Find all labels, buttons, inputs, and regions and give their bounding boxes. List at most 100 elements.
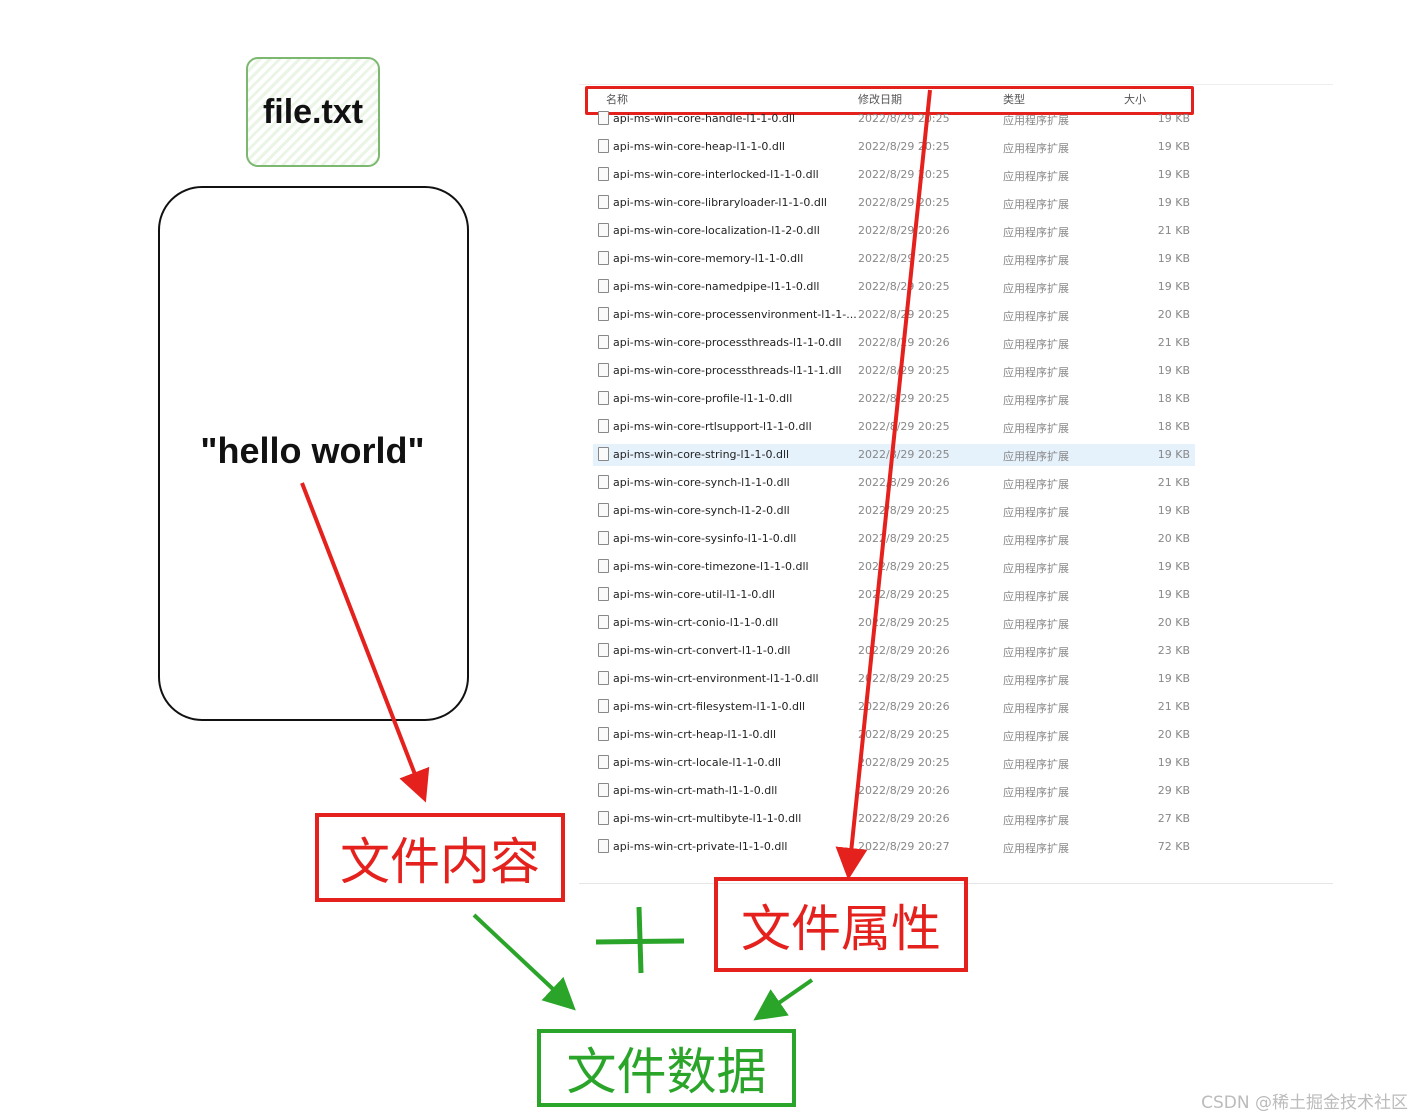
file-size: 19 KB	[1157, 280, 1190, 293]
file-size: 19 KB	[1157, 196, 1190, 209]
file-type: 应用程序扩展	[1003, 786, 1069, 799]
file-date: 2022/8/29 20:25	[858, 252, 950, 265]
file-type: 应用程序扩展	[1003, 674, 1069, 687]
file-type: 应用程序扩展	[1003, 394, 1069, 407]
table-row[interactable]: api-ms-win-crt-environment-l1-1-0.dll 20…	[593, 668, 1195, 690]
file-type: 应用程序扩展	[1003, 366, 1069, 379]
table-row[interactable]: api-ms-win-core-synch-l1-1-0.dll 2022/8/…	[593, 472, 1195, 494]
file-date: 2022/8/29 20:26	[858, 784, 950, 797]
file-type: 应用程序扩展	[1003, 310, 1069, 323]
column-header-name[interactable]: 名称	[606, 93, 628, 106]
table-row[interactable]: api-ms-win-core-localization-l1-2-0.dll …	[593, 220, 1195, 242]
file-type: 应用程序扩展	[1003, 646, 1069, 659]
table-row[interactable]: api-ms-win-core-interlocked-l1-1-0.dll 2…	[593, 164, 1195, 186]
file-name: api-ms-win-core-processenvironment-l1-1-…	[613, 308, 857, 321]
file-name: api-ms-win-crt-heap-l1-1-0.dll	[613, 728, 777, 741]
file-size: 18 KB	[1157, 392, 1190, 405]
dll-file-icon	[598, 839, 609, 853]
table-row[interactable]: api-ms-win-core-profile-l1-1-0.dll 2022/…	[593, 388, 1195, 410]
file-name: api-ms-win-crt-private-l1-1-0.dll	[613, 840, 788, 853]
dll-file-icon	[598, 363, 609, 377]
dll-file-icon	[598, 531, 609, 545]
table-row[interactable]: api-ms-win-core-libraryloader-l1-1-0.dll…	[593, 192, 1195, 214]
file-type: 应用程序扩展	[1003, 814, 1069, 827]
file-name: api-ms-win-core-processthreads-l1-1-1.dl…	[613, 364, 842, 377]
file-size: 20 KB	[1157, 616, 1190, 629]
file-name: api-ms-win-core-processthreads-l1-1-0.dl…	[613, 336, 842, 349]
dll-file-icon	[598, 587, 609, 601]
table-row[interactable]: api-ms-win-core-heap-l1-1-0.dll 2022/8/2…	[593, 136, 1195, 158]
file-size: 21 KB	[1157, 700, 1190, 713]
table-row[interactable]: api-ms-win-crt-heap-l1-1-0.dll 2022/8/29…	[593, 724, 1195, 746]
table-row[interactable]: api-ms-win-core-sysinfo-l1-1-0.dll 2022/…	[593, 528, 1195, 550]
file-size: 20 KB	[1157, 308, 1190, 321]
column-header-type[interactable]: 类型	[1003, 93, 1025, 106]
file-name: api-ms-win-crt-environment-l1-1-0.dll	[613, 672, 819, 685]
file-name: api-ms-win-core-timezone-l1-1-0.dll	[613, 560, 809, 573]
table-row[interactable]: api-ms-win-crt-private-l1-1-0.dll 2022/8…	[593, 836, 1195, 858]
table-row[interactable]: api-ms-win-core-util-l1-1-0.dll 2022/8/2…	[593, 584, 1195, 606]
dll-file-icon	[598, 251, 609, 265]
table-row[interactable]: api-ms-win-crt-multibyte-l1-1-0.dll 2022…	[593, 808, 1195, 830]
table-row[interactable]: api-ms-win-crt-locale-l1-1-0.dll 2022/8/…	[593, 752, 1195, 774]
table-row[interactable]: api-ms-win-crt-filesystem-l1-1-0.dll 202…	[593, 696, 1195, 718]
file-name: api-ms-win-core-synch-l1-2-0.dll	[613, 504, 790, 517]
file-name: api-ms-win-core-rtlsupport-l1-1-0.dll	[613, 420, 812, 433]
dll-file-icon	[598, 111, 609, 125]
file-type: 应用程序扩展	[1003, 506, 1069, 519]
file-date: 2022/8/29 20:25	[858, 616, 950, 629]
file-type: 应用程序扩展	[1003, 702, 1069, 715]
file-date: 2022/8/29 20:25	[858, 448, 950, 461]
dll-file-icon	[598, 167, 609, 181]
file-date: 2022/8/29 20:25	[858, 168, 950, 181]
file-date: 2022/8/29 20:25	[858, 672, 950, 685]
file-type: 应用程序扩展	[1003, 730, 1069, 743]
dll-file-icon	[598, 615, 609, 629]
file-date: 2022/8/29 20:25	[858, 308, 950, 321]
dll-file-icon	[598, 447, 609, 461]
dll-file-icon	[598, 139, 609, 153]
dll-file-icon	[598, 559, 609, 573]
file-date: 2022/8/29 20:27	[858, 840, 950, 853]
file-name: api-ms-win-core-util-l1-1-0.dll	[613, 588, 775, 601]
file-name: api-ms-win-core-interlocked-l1-1-0.dll	[613, 168, 819, 181]
file-size: 19 KB	[1157, 364, 1190, 377]
file-type: 应用程序扩展	[1003, 338, 1069, 351]
file-size: 21 KB	[1157, 224, 1190, 237]
table-row[interactable]: api-ms-win-crt-math-l1-1-0.dll 2022/8/29…	[593, 780, 1195, 802]
file-date: 2022/8/29 20:25	[858, 140, 950, 153]
column-header-date[interactable]: 修改日期	[858, 93, 902, 106]
file-name: api-ms-win-core-synch-l1-1-0.dll	[613, 476, 790, 489]
table-row[interactable]: api-ms-win-core-namedpipe-l1-1-0.dll 202…	[593, 276, 1195, 298]
file-type: 应用程序扩展	[1003, 282, 1069, 295]
file-size: 19 KB	[1157, 448, 1190, 461]
file-date: 2022/8/29 20:25	[858, 280, 950, 293]
table-row[interactable]: api-ms-win-crt-conio-l1-1-0.dll 2022/8/2…	[593, 612, 1195, 634]
file-date: 2022/8/29 20:26	[858, 224, 950, 237]
file-name: api-ms-win-crt-convert-l1-1-0.dll	[613, 644, 791, 657]
table-row[interactable]: api-ms-win-core-memory-l1-1-0.dll 2022/8…	[593, 248, 1195, 270]
dll-file-icon	[598, 503, 609, 517]
dll-file-icon	[598, 307, 609, 321]
table-row[interactable]: api-ms-win-core-processenvironment-l1-1-…	[593, 304, 1195, 326]
file-size: 19 KB	[1157, 588, 1190, 601]
table-row[interactable]: api-ms-win-core-synch-l1-2-0.dll 2022/8/…	[593, 500, 1195, 522]
file-type: 应用程序扩展	[1003, 114, 1069, 127]
file-size: 19 KB	[1157, 560, 1190, 573]
file-content-text: "hello world"	[200, 430, 425, 471]
file-date: 2022/8/29 20:25	[858, 588, 950, 601]
file-size: 19 KB	[1157, 756, 1190, 769]
table-row[interactable]: api-ms-win-core-processthreads-l1-1-1.dl…	[593, 360, 1195, 382]
file-date: 2022/8/29 20:26	[858, 644, 950, 657]
dll-file-icon	[598, 727, 609, 741]
table-row[interactable]: api-ms-win-core-rtlsupport-l1-1-0.dll 20…	[593, 416, 1195, 438]
table-row[interactable]: api-ms-win-crt-convert-l1-1-0.dll 2022/8…	[593, 640, 1195, 662]
label-file-attributes: 文件属性	[714, 877, 968, 972]
column-header-size[interactable]: 大小	[1124, 93, 1146, 106]
file-type: 应用程序扩展	[1003, 170, 1069, 183]
dll-file-icon	[598, 755, 609, 769]
file-name: api-ms-win-crt-filesystem-l1-1-0.dll	[613, 700, 806, 713]
file-date: 2022/8/29 20:25	[858, 420, 950, 433]
watermark: CSDN @稀土掘金技术社区	[1201, 1093, 1408, 1113]
